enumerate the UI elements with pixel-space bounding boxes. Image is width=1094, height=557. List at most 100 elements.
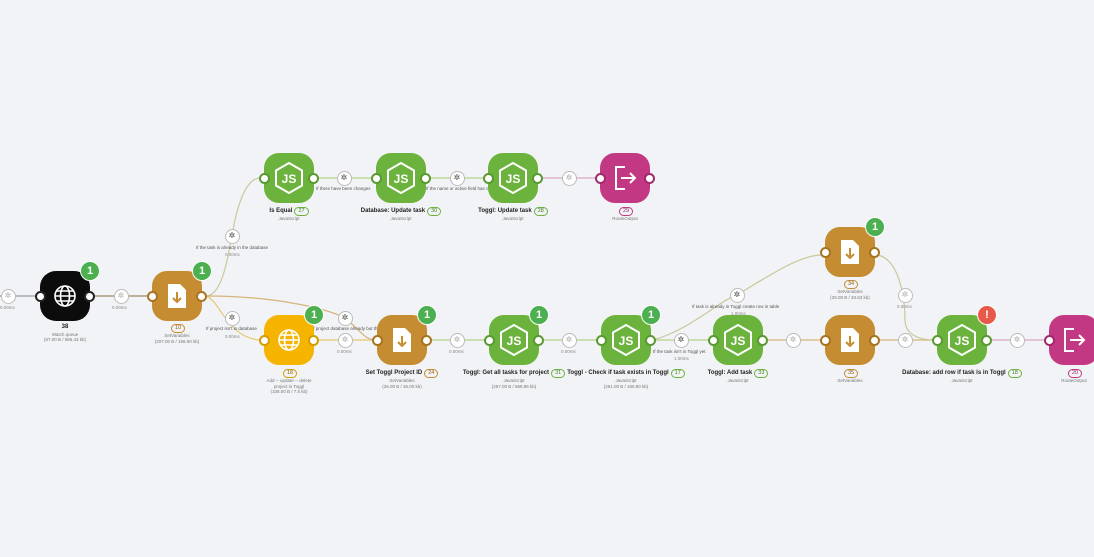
node-id: 35	[843, 369, 859, 378]
node-database-add-row[interactable]: JS !	[932, 305, 997, 365]
node-route-output-20[interactable]	[1044, 315, 1094, 365]
node-id: 20	[1067, 369, 1083, 378]
gear-icon: ✲	[341, 335, 349, 344]
input-port[interactable]	[484, 334, 495, 346]
input-port[interactable]	[932, 334, 943, 346]
node-meta: (26.00 B / 35.00 kb)	[382, 383, 422, 389]
node-module: SetVariables	[389, 378, 415, 383]
filter-setproject-gettasks[interactable]: ✲	[449, 332, 465, 348]
svg-text:JS: JS	[619, 334, 634, 348]
filter-left[interactable]: ✲	[0, 288, 16, 304]
output-port[interactable]	[532, 172, 543, 184]
filter-task-in-db[interactable]: ✲	[224, 228, 240, 244]
output-port[interactable]	[645, 334, 656, 346]
filter-http-setproject[interactable]: ✲	[337, 332, 353, 348]
filter-35-dbadd[interactable]: ✲	[897, 332, 913, 348]
filter-project-not-in-db[interactable]: ✲	[224, 310, 240, 326]
node-database-update-task[interactable]: JS	[371, 153, 431, 203]
node-id: 17	[670, 369, 685, 378]
node-toggl-check-task-exists[interactable]: JS 1	[596, 305, 661, 365]
output-port[interactable]	[420, 172, 431, 184]
gear-icon: ✲	[789, 335, 797, 344]
output-port[interactable]	[757, 334, 768, 346]
output-port[interactable]	[308, 172, 319, 184]
node-module: RouteOutput	[1061, 378, 1087, 383]
nodejs-icon: JS	[500, 324, 528, 356]
filter-task-not-in-toggl[interactable]: ✲	[673, 332, 689, 348]
input-port[interactable]	[1044, 334, 1055, 346]
label-setvariables-34: 34 SetVariables (25.00 B / 33.63 kb)	[785, 280, 915, 300]
node-is-equal[interactable]: JS	[259, 153, 319, 203]
filter-34-dbadd[interactable]: ✲	[897, 287, 913, 303]
output-port[interactable]	[421, 334, 432, 346]
output-port[interactable]	[533, 334, 544, 346]
node-setvariables-35[interactable]	[820, 315, 880, 365]
node-module: SetVariables	[837, 289, 863, 294]
filter-webhook-setvar[interactable]: ✲	[113, 288, 129, 304]
filter-gettasks-check[interactable]: ✲	[561, 332, 577, 348]
label-setvariables-10: 10 SetVariables (207.00 B / 158.50 kb)	[112, 324, 242, 344]
input-port[interactable]	[147, 290, 158, 302]
filter-task-already-in-toggl-count: 1.00ms	[731, 311, 746, 316]
input-port[interactable]	[820, 334, 831, 346]
filter-task-not-in-toggl-label: If the task isn't in Toggl yet	[653, 349, 706, 354]
input-port[interactable]	[259, 172, 270, 184]
input-port[interactable]	[595, 172, 606, 184]
node-setvariables-10[interactable]: 1	[147, 261, 212, 321]
link-34-dbadd	[877, 254, 935, 341]
input-port[interactable]	[35, 290, 46, 302]
operation-count-badge: 1	[80, 261, 100, 281]
node-name: Set Toggl Project ID	[365, 370, 423, 376]
filter-task-not-in-toggl-count: 1.00ms	[674, 356, 689, 361]
input-port[interactable]	[820, 246, 831, 258]
filter-task-already-in-toggl[interactable]: ✲	[729, 287, 745, 303]
node-id: 34	[843, 280, 859, 289]
input-port[interactable]	[372, 334, 383, 346]
output-port[interactable]	[196, 290, 207, 302]
input-port[interactable]	[259, 334, 270, 346]
filter-dbadd-flow[interactable]: ✲	[1009, 332, 1025, 348]
nodejs-icon: JS	[387, 162, 415, 194]
node-setvariables-34[interactable]: 1	[820, 217, 885, 277]
output-port[interactable]	[869, 246, 880, 258]
node-http-project-toggl[interactable]: 1	[259, 305, 324, 365]
nodejs-icon: JS	[948, 324, 976, 356]
input-port[interactable]	[708, 334, 719, 346]
gear-icon: ✲	[677, 335, 685, 344]
filter-left-count: 0.00ms	[0, 305, 15, 310]
nodejs-icon: JS	[275, 162, 303, 194]
node-name: Database: add row if task is in Toggl	[902, 370, 1006, 376]
filter-changes[interactable]: ✲	[336, 170, 352, 186]
node-toggl-get-all-tasks[interactable]: JS 1	[484, 305, 549, 365]
label-route-output-29: 29 RouteOutput	[560, 207, 690, 222]
filter-add-35[interactable]: ✲	[785, 332, 801, 348]
globe-icon	[278, 329, 300, 351]
output-port[interactable]	[981, 334, 992, 346]
operation-count-badge: 1	[641, 305, 661, 325]
node-toggl-add-task[interactable]: JS	[708, 315, 768, 365]
output-port[interactable]	[869, 334, 880, 346]
output-port[interactable]	[84, 290, 95, 302]
filter-toggl-flow[interactable]: ✲	[561, 170, 577, 186]
node-module: JavaScript	[502, 216, 524, 221]
input-port[interactable]	[371, 172, 382, 184]
input-port[interactable]	[596, 334, 607, 346]
node-route-output-29[interactable]	[595, 153, 655, 203]
filter-project-in-db[interactable]: ✲	[337, 310, 353, 326]
download-file-icon	[393, 328, 411, 352]
input-port[interactable]	[483, 172, 494, 184]
node-module: RouteOutput	[612, 216, 638, 221]
output-port[interactable]	[308, 334, 319, 346]
node-id: 28	[533, 207, 548, 216]
node-set-toggl-project-id[interactable]: 1	[372, 305, 437, 365]
svg-text:JS: JS	[506, 172, 521, 186]
node-webhook-watch-queue[interactable]: 1	[35, 261, 100, 321]
output-port[interactable]	[644, 172, 655, 184]
filter-name-changed[interactable]: ✲	[449, 170, 465, 186]
node-toggl-update-task[interactable]: JS	[483, 153, 543, 203]
label-http-project-toggl: 18 Add -- update -- delete project in To…	[224, 369, 354, 395]
